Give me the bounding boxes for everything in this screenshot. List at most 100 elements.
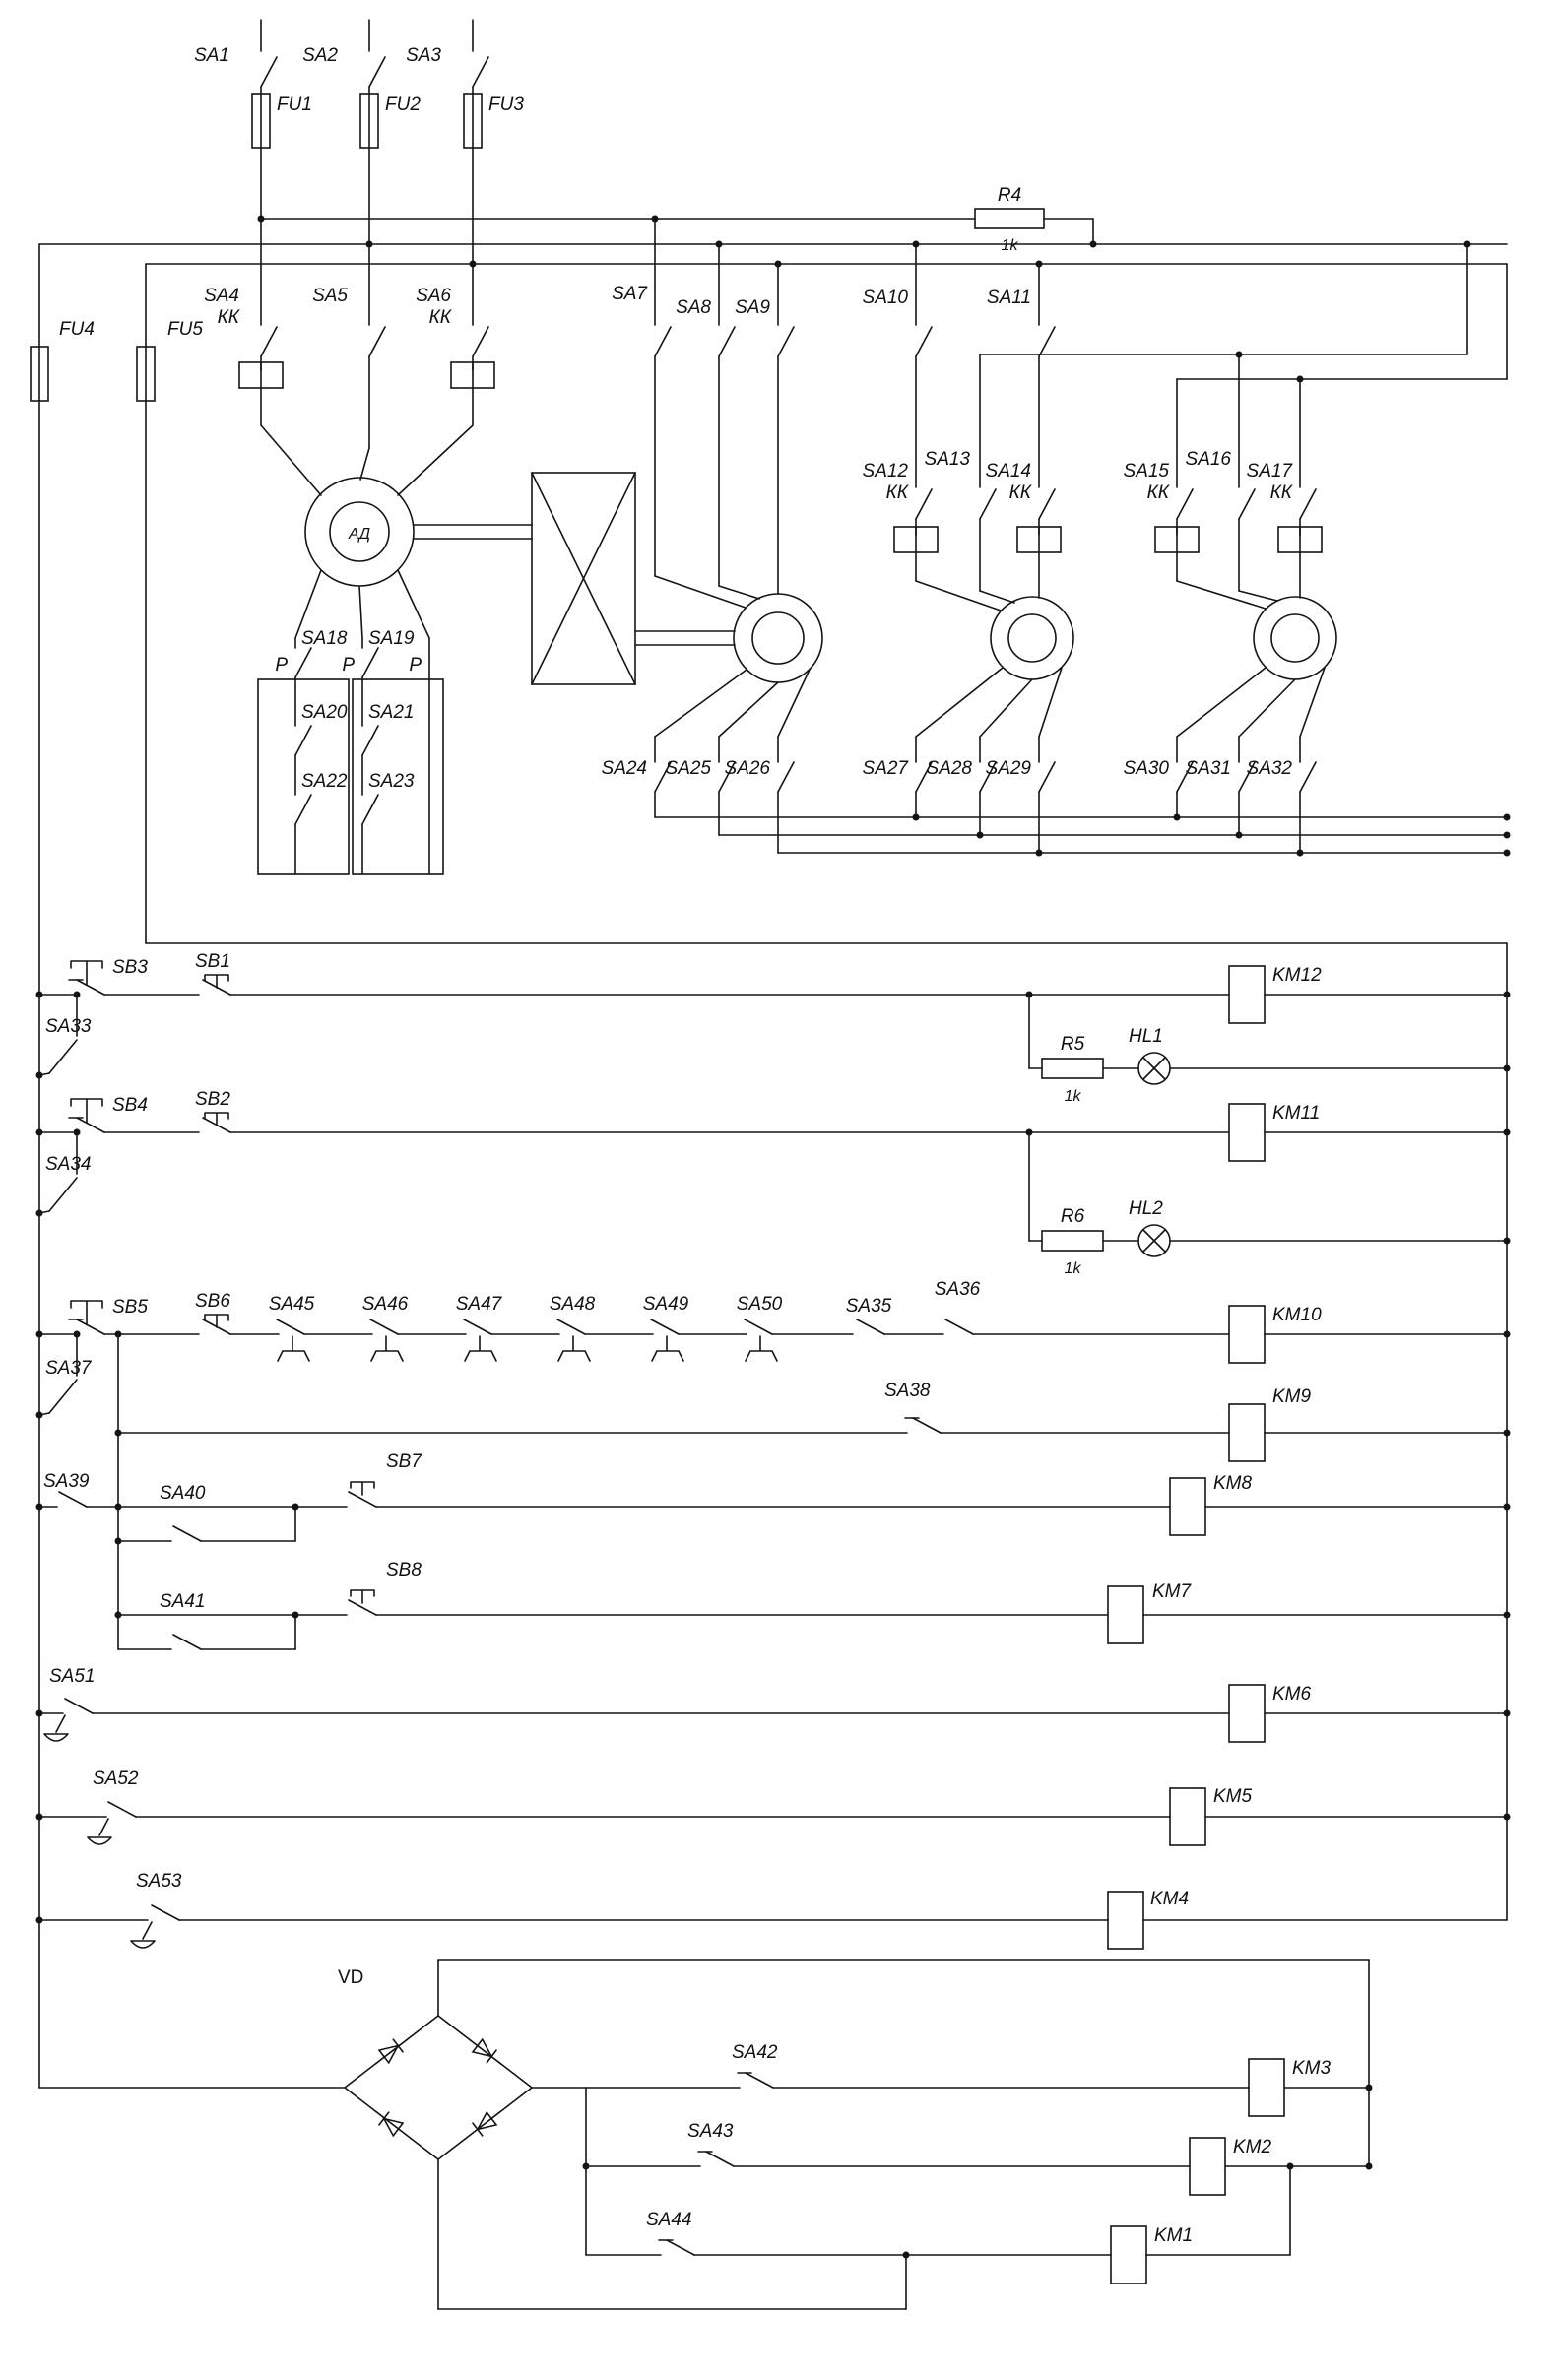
sa39-contact (58, 1491, 88, 1508)
coil-km12 (1228, 965, 1266, 1024)
sa49-contact (650, 1319, 680, 1335)
sa38-label: SA38 (884, 1381, 931, 1401)
sb7-label: SB7 (386, 1451, 422, 1472)
sa17-kk-label: КК (1270, 482, 1294, 503)
sa32-label: SA32 (1247, 758, 1293, 779)
sa20-contact (294, 725, 312, 756)
sb5-contact (76, 1319, 105, 1335)
lamp-hl1 (1137, 1052, 1171, 1085)
sa14-kk-label: КК (1009, 482, 1033, 503)
sa5-contact (368, 326, 386, 357)
motor2-inner (751, 611, 805, 665)
sa7-label: SA7 (612, 284, 648, 304)
row-km5: SA52 KM5 (38, 1769, 1508, 1846)
r6-label: R6 (1061, 1206, 1085, 1227)
km10-label: KM10 (1272, 1305, 1322, 1325)
sa4-kk-label: КК (218, 307, 241, 328)
motor3-branch: SA10 SA11 SA12 КК SA13 SA14 КК SA27 SA28… (863, 243, 1074, 854)
rotor-p2-label: Р (342, 655, 355, 675)
sa3-label: SA3 (406, 45, 441, 66)
sa16-contact (1238, 488, 1256, 520)
lamp-hl2 (1137, 1224, 1171, 1257)
sa44-contact (666, 2239, 695, 2256)
sa53-label: SA53 (136, 1871, 182, 1892)
bridge-outline (343, 2014, 534, 2161)
sa13-contact (979, 488, 997, 520)
sa10-contact (915, 326, 933, 357)
junction-dots (35, 215, 1511, 2259)
sa4-label: SA4 (204, 286, 239, 306)
coil-km6 (1228, 1684, 1266, 1743)
sa40-contact (172, 1525, 202, 1542)
km4-label: KM4 (1150, 1889, 1189, 1909)
sa6-label: SA6 (416, 286, 451, 306)
sa8-label: SA8 (676, 297, 711, 318)
sa35-contact (856, 1319, 885, 1335)
sa2-label: SA2 (302, 45, 338, 66)
sa50-actuator (745, 1335, 778, 1362)
sa23-contact (361, 794, 379, 825)
sa19-label: SA19 (368, 628, 415, 649)
sa3-contact (472, 56, 489, 88)
sa18-label: SA18 (301, 628, 348, 649)
sa48-actuator (557, 1335, 591, 1362)
sa30-label: SA30 (1124, 758, 1170, 779)
sa38-contact (912, 1417, 942, 1434)
fu3-label: FU3 (488, 95, 524, 115)
sa24-label: SA24 (602, 758, 647, 779)
sa2-contact (368, 56, 386, 88)
sa1-label: SA1 (194, 45, 229, 66)
sa52-contact (107, 1801, 137, 1818)
sa37-label: SA37 (45, 1358, 93, 1379)
sa48-label: SA48 (550, 1294, 596, 1315)
rotor-p1-label: Р (275, 655, 288, 675)
sa31-label: SA31 (1186, 758, 1231, 779)
sa12-label: SA12 (863, 461, 909, 482)
sa23-label: SA23 (368, 771, 415, 792)
coil-km5 (1169, 1787, 1206, 1846)
row-km9: SA38 KM9 (117, 1333, 1508, 1650)
control-rails (38, 243, 1508, 2089)
sa11-contact (1038, 326, 1056, 357)
control-section: SB3 SA33 SB1 KM12 R5 1k HL1 SB4 SA34 SB2… (38, 243, 1508, 2310)
motor2-branch: SA7 SA8 SA9 SA24 SA25 SA26 (602, 218, 823, 854)
sa8-contact (718, 326, 736, 357)
sa14-contact (1038, 488, 1056, 520)
sa52-label: SA52 (93, 1769, 139, 1789)
sa32-contact (1299, 761, 1317, 793)
coil-km7 (1107, 1585, 1144, 1644)
sa27-label: SA27 (863, 758, 910, 779)
sa50-contact (744, 1319, 773, 1335)
coil-km1 (1110, 2225, 1147, 2284)
sa9-contact (777, 326, 795, 357)
rotor-p3-label: Р (409, 655, 422, 675)
sa40-label: SA40 (160, 1483, 206, 1504)
sa45-actuator (277, 1335, 310, 1362)
r4-value: 1k (1002, 237, 1019, 254)
fu4-label: FU4 (59, 319, 95, 340)
row-km8: SA39 SA40 SB7 KM8 (38, 1451, 1508, 1542)
supply-phases: SA1 SA2 SA3 FU1 FU2 FU3 (194, 19, 524, 326)
km7-label: KM7 (1152, 1581, 1193, 1602)
sa11-label: SA11 (987, 288, 1031, 308)
sa33-label: SA33 (45, 1016, 92, 1037)
sa16-label: SA16 (1186, 449, 1232, 470)
resistor-r6 (1041, 1230, 1104, 1252)
resistor-r5 (1041, 1058, 1104, 1079)
km3-label: KM3 (1292, 2058, 1332, 2079)
sb4-label: SB4 (112, 1095, 148, 1116)
sb5-head (70, 1300, 103, 1325)
sa49-label: SA49 (643, 1294, 689, 1315)
sa6-kk-label: КК (429, 307, 453, 328)
sa51-label: SA51 (49, 1666, 95, 1687)
coil-km2 (1189, 2137, 1226, 2196)
sa17-label: SA17 (1247, 461, 1294, 482)
fu2-label: FU2 (385, 95, 421, 115)
sa9-label: SA9 (735, 297, 770, 318)
sa1-contact (260, 56, 278, 88)
sa10-label: SA10 (863, 288, 909, 308)
fu5-label: FU5 (167, 319, 203, 340)
coil-km3 (1248, 2058, 1285, 2117)
km8-label: KM8 (1213, 1473, 1253, 1494)
